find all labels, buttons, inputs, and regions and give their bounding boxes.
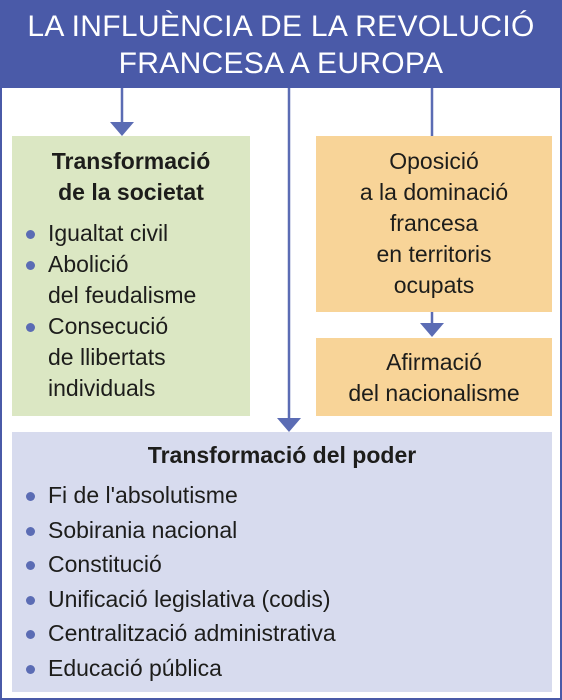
bullet-icon [26,230,35,239]
list-item-line: del feudalisme [48,282,197,308]
arrowhead-nationalism [420,323,444,337]
power-box: Transformació del poder Fi de l'absoluti… [12,432,552,692]
title-line-1: LA INFLUÈNCIA DE LA REVOLUCIÓ [27,10,535,43]
bullet-icon [26,492,35,501]
bullet-icon [26,561,35,570]
bullet-icon [26,595,35,605]
arrowhead-power [277,418,301,432]
list-item-line: Unificació legislativa (codis) [48,585,331,612]
list-item: Constitució [26,549,336,580]
list-item-line: Abolició [48,251,129,277]
nationalism-box: Afirmació del nacionalisme [316,338,552,416]
bullet-icon [26,261,35,270]
opposition-box: Oposició a la dominació francesa en terr… [316,136,552,312]
opposition-line-1: Oposició [389,148,479,174]
bullet-icon [26,526,35,536]
title-line-2: FRANCESA A EUROPA [118,47,444,80]
list-item-line: Fi de l'absolutisme [48,482,238,508]
society-box: Transformació de la societat Igualtat ci… [12,136,250,416]
bullet-icon [26,630,35,639]
nationalism-line-2: del nacionalisme [348,380,520,406]
list-item: Abolició del feudalisme [26,249,196,311]
opposition-line-5: ocupats [393,272,475,298]
opposition-line-2: a la dominació [359,179,509,205]
list-item: Fi de l'absolutisme [26,480,336,511]
nationalism-line-1: Afirmació [386,349,482,375]
list-item-line: Consecució [48,313,169,339]
opposition-line-4: en territoris [376,241,492,267]
list-item-line: Educació pública [48,654,222,681]
list-item-line: Centralització administrativa [48,620,336,646]
title-bar: LA INFLUÈNCIA DE LA REVOLUCIÓ FRANCESA A… [2,2,560,88]
society-heading-line-1: Transformació [51,148,211,174]
society-list: Igualtat civil Abolició del feudalisme C… [26,218,196,404]
opposition-line-3: francesa [389,210,479,236]
list-item-line: individuals [48,375,156,401]
list-item: Sobirania nacional [26,515,336,546]
bullet-icon [26,664,35,674]
bullet-icon [26,323,35,332]
list-item-line: Sobirania nacional [48,516,238,543]
list-item: Consecució de llibertats individuals [26,311,196,404]
list-item: Igualtat civil [26,218,196,249]
list-item-line: de llibertats [48,344,166,370]
list-item: Centralització administrativa [26,618,336,649]
society-heading-line-2: de la societat [58,179,204,205]
list-item: Educació pública [26,653,336,684]
list-item-line: Constitució [48,551,162,577]
power-list: Fi de l'absolutisme Sobirania nacional C… [26,480,336,684]
list-item: Unificació legislativa (codis) [26,584,336,615]
power-heading: Transformació del poder [147,442,417,468]
arrowhead-society [110,122,134,136]
list-item-line: Igualtat civil [48,220,169,246]
